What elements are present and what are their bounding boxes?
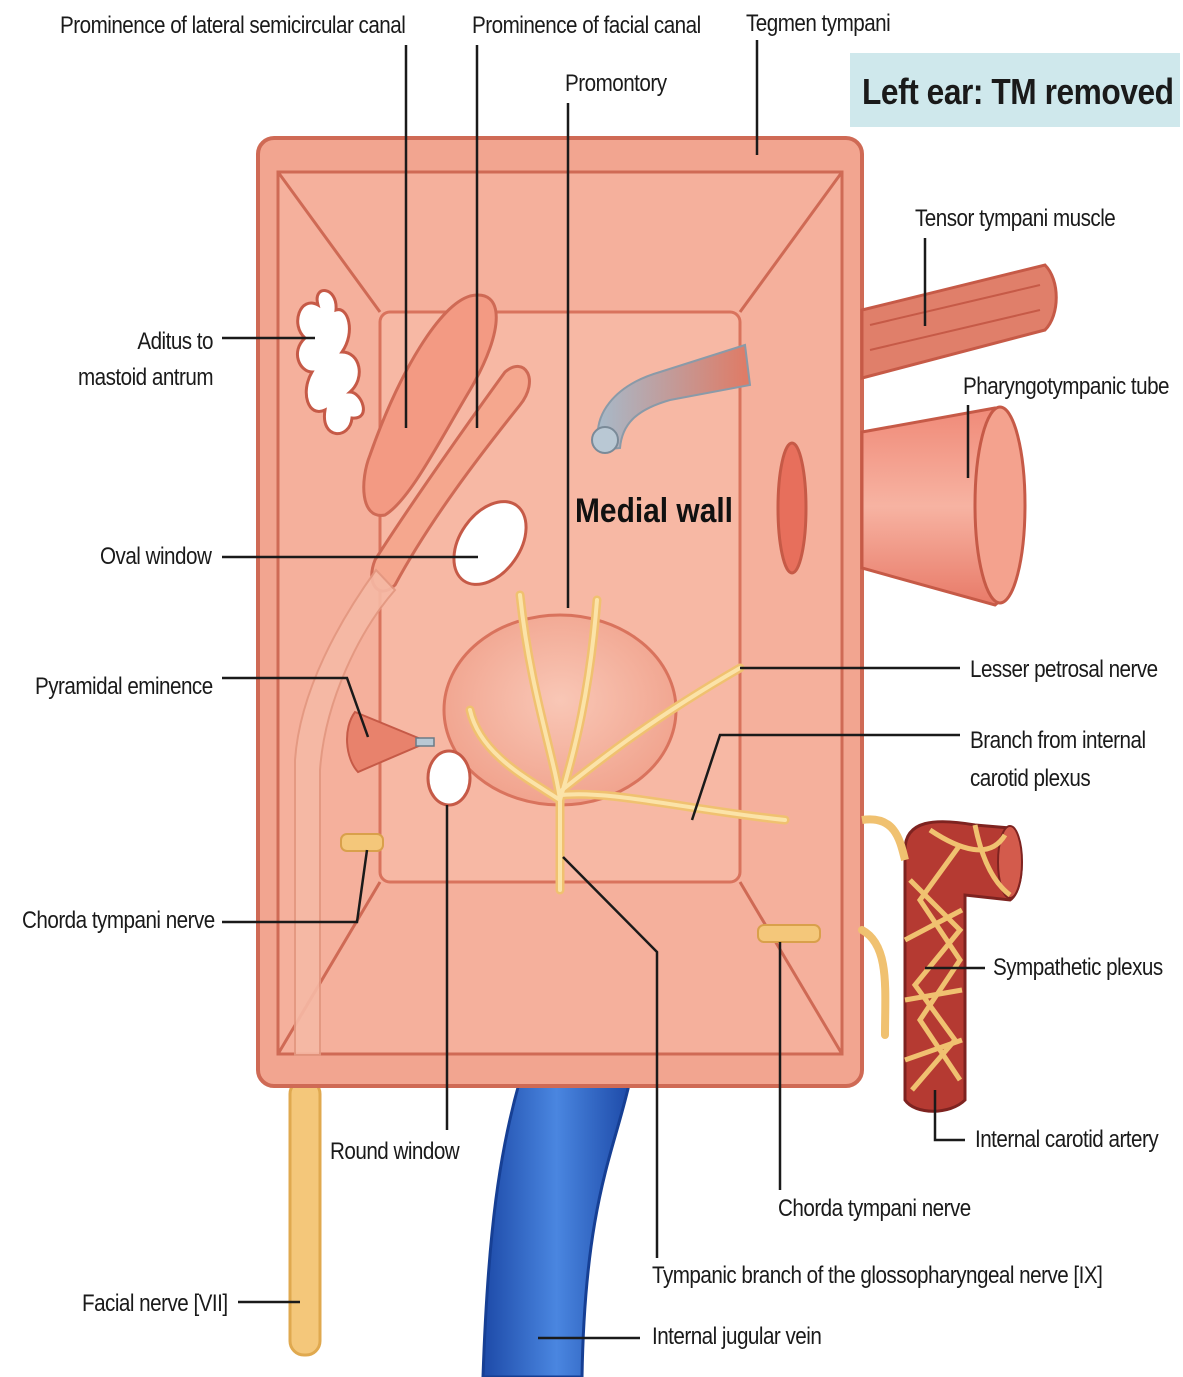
label-branch-line1: Branch from internal — [970, 722, 1146, 760]
label-tympanic-branch: Tympanic branch of the glossopharyngeal … — [652, 1262, 1102, 1290]
label-tegmen-tympani: Tegmen tympani — [746, 10, 890, 38]
chorda-tympani-left-piece — [341, 834, 383, 851]
label-prominence-lateral-canal: Prominence of lateral semicircular canal — [60, 12, 405, 40]
label-prominence-facial-canal: Prominence of facial canal — [472, 12, 701, 40]
label-sympathetic-plexus: Sympathetic plexus — [993, 954, 1163, 982]
label-promontory: Promontory — [565, 70, 667, 98]
label-branch-line2: carotid plexus — [970, 760, 1146, 798]
internal-jugular-vein-shape — [483, 1080, 630, 1377]
label-branch-internal-carotid-plexus: Branch from internal carotid plexus — [970, 722, 1146, 798]
chorda-tympani-right-piece — [758, 925, 820, 942]
round-window-shape — [428, 751, 470, 805]
label-aditus-line1: Aditus to — [78, 324, 213, 360]
facial-nerve-stalk — [290, 1080, 320, 1355]
label-pharyngotympanic-tube: Pharyngotympanic tube — [963, 373, 1169, 401]
label-tensor-tympani-muscle: Tensor tympani muscle — [915, 205, 1115, 233]
label-internal-jugular-vein: Internal jugular vein — [652, 1323, 821, 1351]
label-round-window: Round window — [330, 1138, 459, 1166]
label-internal-carotid-artery: Internal carotid artery — [975, 1126, 1158, 1154]
label-facial-nerve: Facial nerve [VII] — [82, 1290, 228, 1318]
label-aditus: Aditus to mastoid antrum — [78, 324, 213, 396]
center-label: Medial wall — [575, 492, 733, 531]
label-lesser-petrosal-nerve: Lesser petrosal nerve — [970, 656, 1158, 684]
title-box: Left ear: TM removed — [850, 53, 1180, 127]
label-chorda-tympani-left: Chorda tympani nerve — [22, 907, 215, 935]
label-pyramidal-eminence: Pyramidal eminence — [35, 673, 213, 701]
label-aditus-line2: mastoid antrum — [78, 360, 213, 396]
diagram-title: Left ear: TM removed — [862, 71, 1174, 113]
tensor-tympani-muscle-shape — [862, 265, 1056, 378]
label-oval-window: Oval window — [100, 543, 211, 571]
label-chorda-tympani-bottom: Chorda tympani nerve — [778, 1195, 971, 1223]
